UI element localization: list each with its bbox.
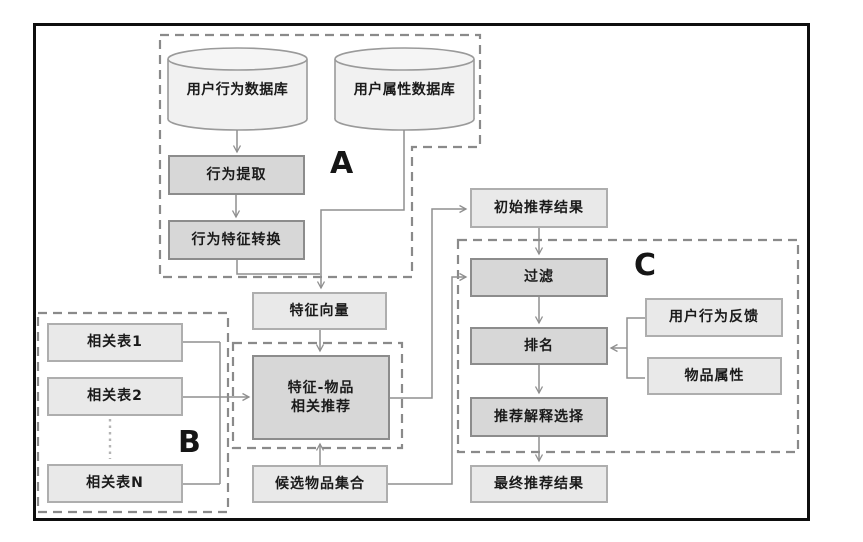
user-attribute-db-cylinder bbox=[334, 47, 475, 131]
group-a-label: A bbox=[330, 146, 354, 181]
node-filter: 过滤 bbox=[470, 258, 608, 297]
node-candidate-item-set: 候选物品集合 bbox=[252, 465, 388, 503]
node-feature-vector: 特征向量 bbox=[252, 292, 387, 330]
node-final-rec-results: 最终推荐结果 bbox=[470, 465, 608, 503]
group-mid-outline bbox=[231, 341, 404, 450]
group-c-outline bbox=[456, 238, 800, 454]
node-behavior-extraction: 行为提取 bbox=[168, 155, 305, 195]
node-user-behavior-feedback: 用户行为反馈 bbox=[645, 298, 783, 337]
node-item-attributes: 物品属性 bbox=[647, 357, 782, 395]
group-a-outline bbox=[158, 33, 482, 279]
node-feature-item-recommendation-line1: 特征-物品 bbox=[287, 379, 355, 396]
group-b-label: B bbox=[178, 425, 201, 460]
node-rec-explanation-selection: 推荐解释选择 bbox=[470, 397, 608, 437]
group-c-label: C bbox=[634, 248, 657, 283]
connectors bbox=[108, 130, 645, 485]
user-behavior-db-cylinder bbox=[167, 47, 308, 131]
group-b-outline bbox=[36, 311, 230, 514]
group-outlines bbox=[36, 33, 800, 514]
arrow-attributedb-to-featurevector bbox=[316, 130, 405, 290]
node-feature-item-recommendation-line2: 相关推荐 bbox=[291, 398, 351, 415]
node-related-table-n: 相关表N bbox=[47, 464, 183, 503]
node-behavior-feature-conversion: 行为特征转换 bbox=[168, 220, 305, 260]
line-conversion-to-merge bbox=[236, 260, 320, 275]
line-feedback-itemattr-bracket bbox=[626, 317, 645, 379]
arrow-candidate-to-filter bbox=[388, 272, 468, 485]
node-initial-rec-results: 初始推荐结果 bbox=[470, 188, 608, 228]
node-feature-item-recommendation: 特征-物品 相关推荐 bbox=[252, 355, 390, 440]
arrow-featureitem-to-initial bbox=[390, 204, 468, 399]
node-related-table-2: 相关表2 bbox=[47, 377, 183, 416]
node-ranking: 排名 bbox=[470, 327, 608, 365]
node-user-attribute-db: 用户属性数据库 bbox=[353, 82, 456, 98]
node-user-behavior-db: 用户行为数据库 bbox=[186, 82, 289, 98]
node-related-table-1: 相关表1 bbox=[47, 323, 183, 362]
outer-frame bbox=[33, 23, 810, 521]
